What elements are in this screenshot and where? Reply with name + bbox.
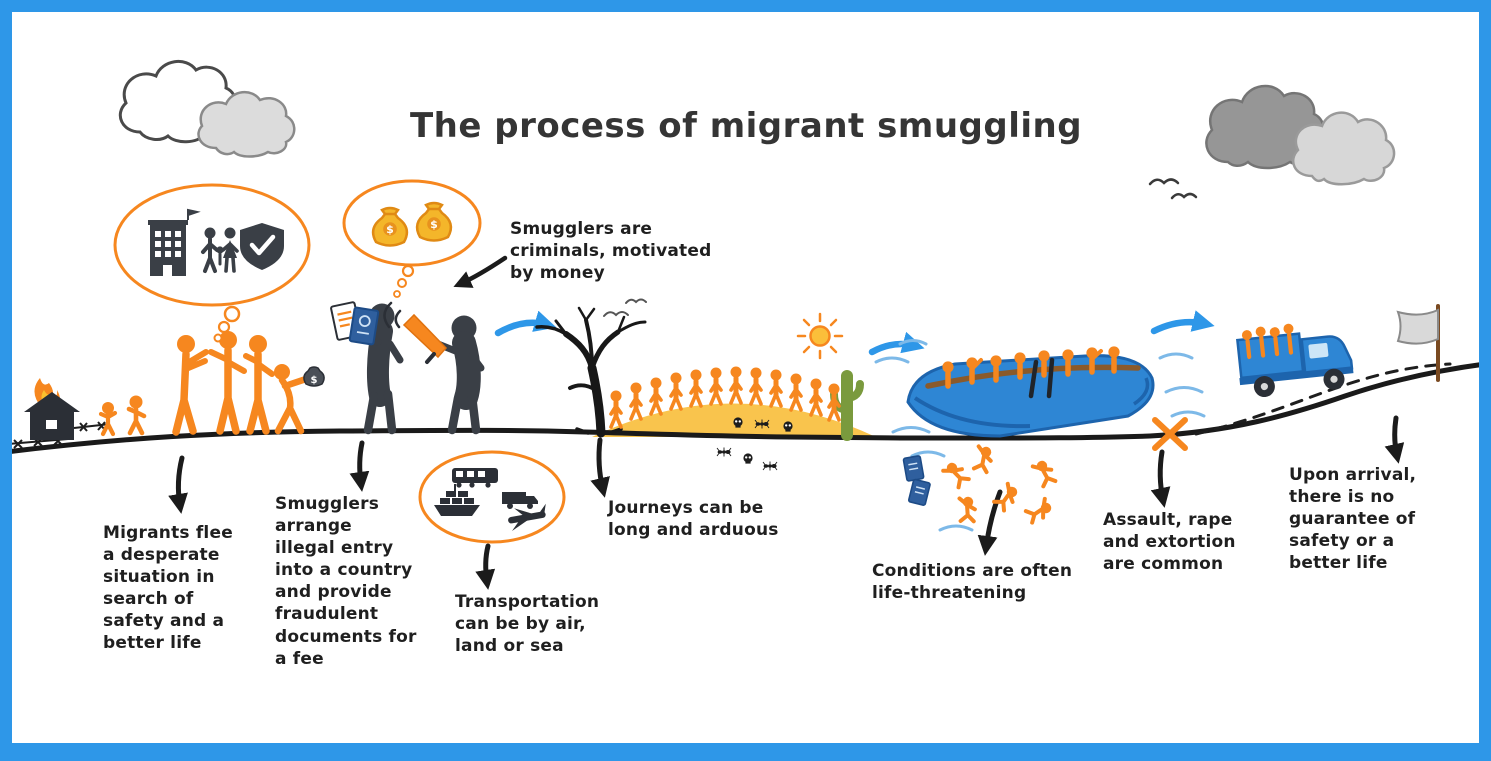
label-journeys: Journeys can be long and arduous: [608, 498, 779, 541]
arrow-to-assault-label: [1150, 449, 1171, 508]
horizon-line: [3, 361, 1488, 455]
flow-arrow-3: [1150, 310, 1215, 335]
arrow-to-smugglers: [453, 255, 508, 288]
train-icon: [452, 468, 498, 488]
transport-modes-icon: [418, 450, 566, 544]
water-waves-icon: [874, 339, 1206, 532]
floating-documents-icon: [902, 455, 931, 506]
arrow-to-arrange-label: [349, 440, 370, 492]
pointer-arrows: [168, 415, 1405, 590]
label-arrival: Upon arrival, there is no guarantee of s…: [1289, 465, 1417, 574]
route-cross-icon: [1152, 417, 1188, 451]
birds-icon: [1148, 178, 1198, 200]
safety-thought-bubble-icon: [113, 183, 311, 343]
family-icon: [201, 227, 239, 273]
money-bag-icon: $: [303, 366, 325, 387]
label-smugglers-arrange: Smugglers arrange illegal entry into a c…: [275, 494, 417, 669]
destination-flag-icon: [1396, 304, 1440, 382]
label-transportation: Transportation can be by air, land or se…: [455, 592, 600, 657]
arrow-to-migrants-label: [168, 455, 188, 514]
smuggling-truck-icon: [1236, 323, 1354, 398]
storm-clouds-icon: [1205, 84, 1396, 186]
building-icon: [148, 208, 201, 276]
arrow-to-journeys-label: [590, 437, 610, 498]
label-assault: Assault, rape and extortion are common: [1103, 510, 1236, 575]
dollar-sign: $: [311, 375, 318, 386]
sun-icon: [796, 312, 844, 360]
small-truck-icon: [502, 492, 538, 509]
birds-icon: [603, 298, 647, 317]
arrow-to-transport-label: [475, 543, 496, 590]
drowning-figures-icon: [939, 441, 1058, 526]
flow-arrow-1: [494, 310, 557, 337]
plane-icon: [508, 503, 546, 531]
ship-icon: [434, 484, 480, 516]
dead-tree-icon: [535, 306, 647, 438]
label-migrants-flee: Migrants flee a desperate situation in s…: [103, 523, 233, 654]
fair-clouds-icon: [118, 60, 296, 158]
shield-check-icon: [240, 223, 284, 270]
boat-migrants-icon: [942, 346, 1119, 386]
arrow-to-conditions-label: [977, 489, 1003, 556]
flow-arrows: [494, 310, 1215, 356]
megaphone-icon: [383, 301, 448, 364]
label-conditions: Conditions are often life-threatening: [872, 561, 1073, 604]
burning-house-icon: [24, 378, 80, 440]
arrow-to-arrival-label: [1384, 415, 1405, 464]
page-title: The process of migrant smuggling: [409, 106, 1083, 146]
money-thought-bubble-icon: [342, 179, 482, 298]
dashed-road-icon: [1194, 362, 1452, 436]
flow-arrow-2: [868, 331, 925, 356]
passport-documents-icon: [330, 301, 380, 346]
migrant-figures-icon: [98, 331, 310, 437]
rubber-boat-icon: [906, 346, 1155, 438]
label-smugglers-criminals: Smugglers are criminals, motivated by mo…: [510, 219, 712, 284]
